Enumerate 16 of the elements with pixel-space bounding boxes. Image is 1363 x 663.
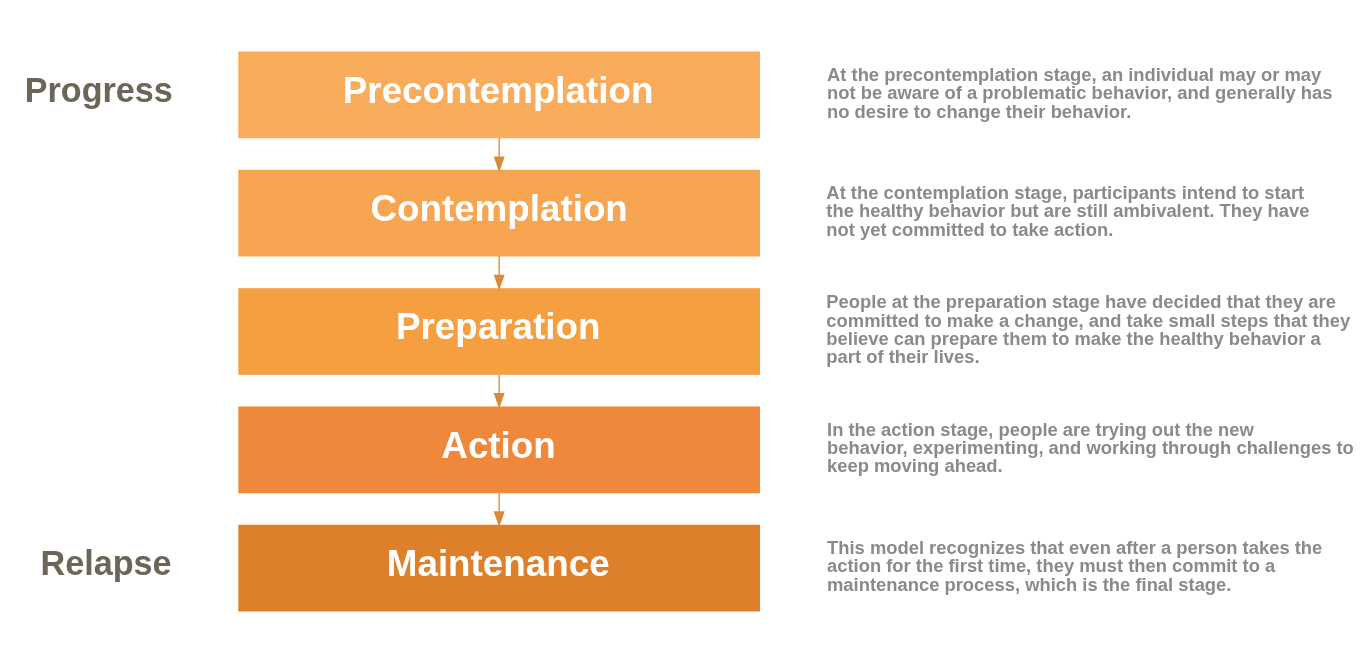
node-box: Maintenance xyxy=(238,524,760,612)
label: Progress xyxy=(24,70,173,109)
node-box: Precontemplation xyxy=(238,51,760,139)
node-label: In the action stage, people are trying out the new behavior, experimenting, and working through challenges to keep moving ahead. xyxy=(827,418,1354,477)
node-label: At the contemplation stage, participants intend to start the healthy behavior but are still ambivalent. They have not yet committed to take action. xyxy=(826,182,1310,240)
arrow xyxy=(493,137,505,173)
node-label: At the precontemplation stage, an individual may or may not be aware of a problematic behavior, and generally has no desire to change their behavior. xyxy=(827,63,1333,122)
arrow xyxy=(493,255,505,291)
node-box: Contemplation xyxy=(238,169,760,257)
node-label: People at the preparation stage have decided that they are committed to make a change, and take small steps that they believe can prepare them to make the healthy behavior a part of their lives. xyxy=(826,291,1351,368)
node-box: Preparation xyxy=(238,288,760,375)
arrow xyxy=(493,492,505,528)
arrow xyxy=(493,373,505,409)
label: Relapse xyxy=(40,544,172,582)
node-label: This model recognizes that even after a person takes the action for the first time, they must then commit to a maintenance process, which is the final stage. xyxy=(827,536,1323,595)
node-box: Action xyxy=(238,406,760,494)
